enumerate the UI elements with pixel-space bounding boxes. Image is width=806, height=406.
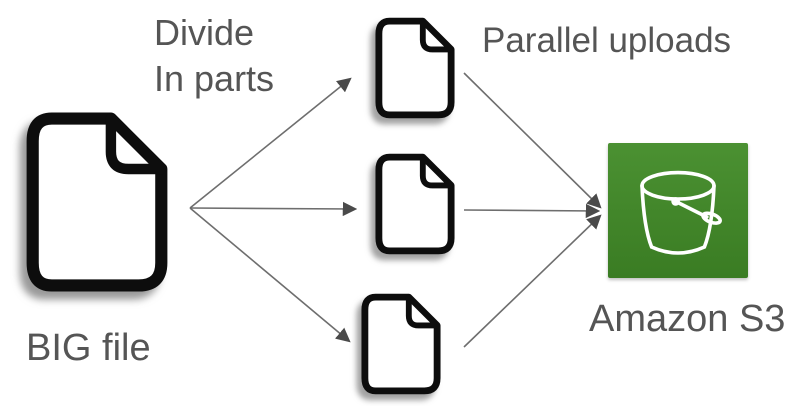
divide-label-line2: In parts: [154, 58, 275, 99]
parallel-uploads-label: Parallel uploads: [482, 21, 732, 60]
arrow-part1-to-s3: [463, 72, 602, 209]
bucket-icon: [640, 170, 722, 255]
amazon-s3-bucket-icon: [608, 143, 748, 278]
arrow-part2-to-s3: [463, 203, 601, 219]
arrow-bigfile-to-part2: [189, 201, 358, 217]
arrow-bigfile-to-part3: [189, 207, 351, 343]
file-part-2-icon: [374, 152, 456, 256]
big-file-icon: [24, 106, 170, 298]
file-part-1-icon: [374, 16, 456, 120]
divide-label-line1: Divide: [154, 12, 255, 53]
arrow-bigfile-to-part1: [189, 77, 352, 209]
amazon-s3-label: Amazon S3: [589, 298, 786, 340]
file-part-3-icon: [360, 292, 442, 396]
divide-in-parts-label: Divide In parts: [154, 10, 274, 102]
big-file-label: BIG file: [26, 327, 151, 369]
arrow-part3-to-s3: [463, 214, 602, 348]
